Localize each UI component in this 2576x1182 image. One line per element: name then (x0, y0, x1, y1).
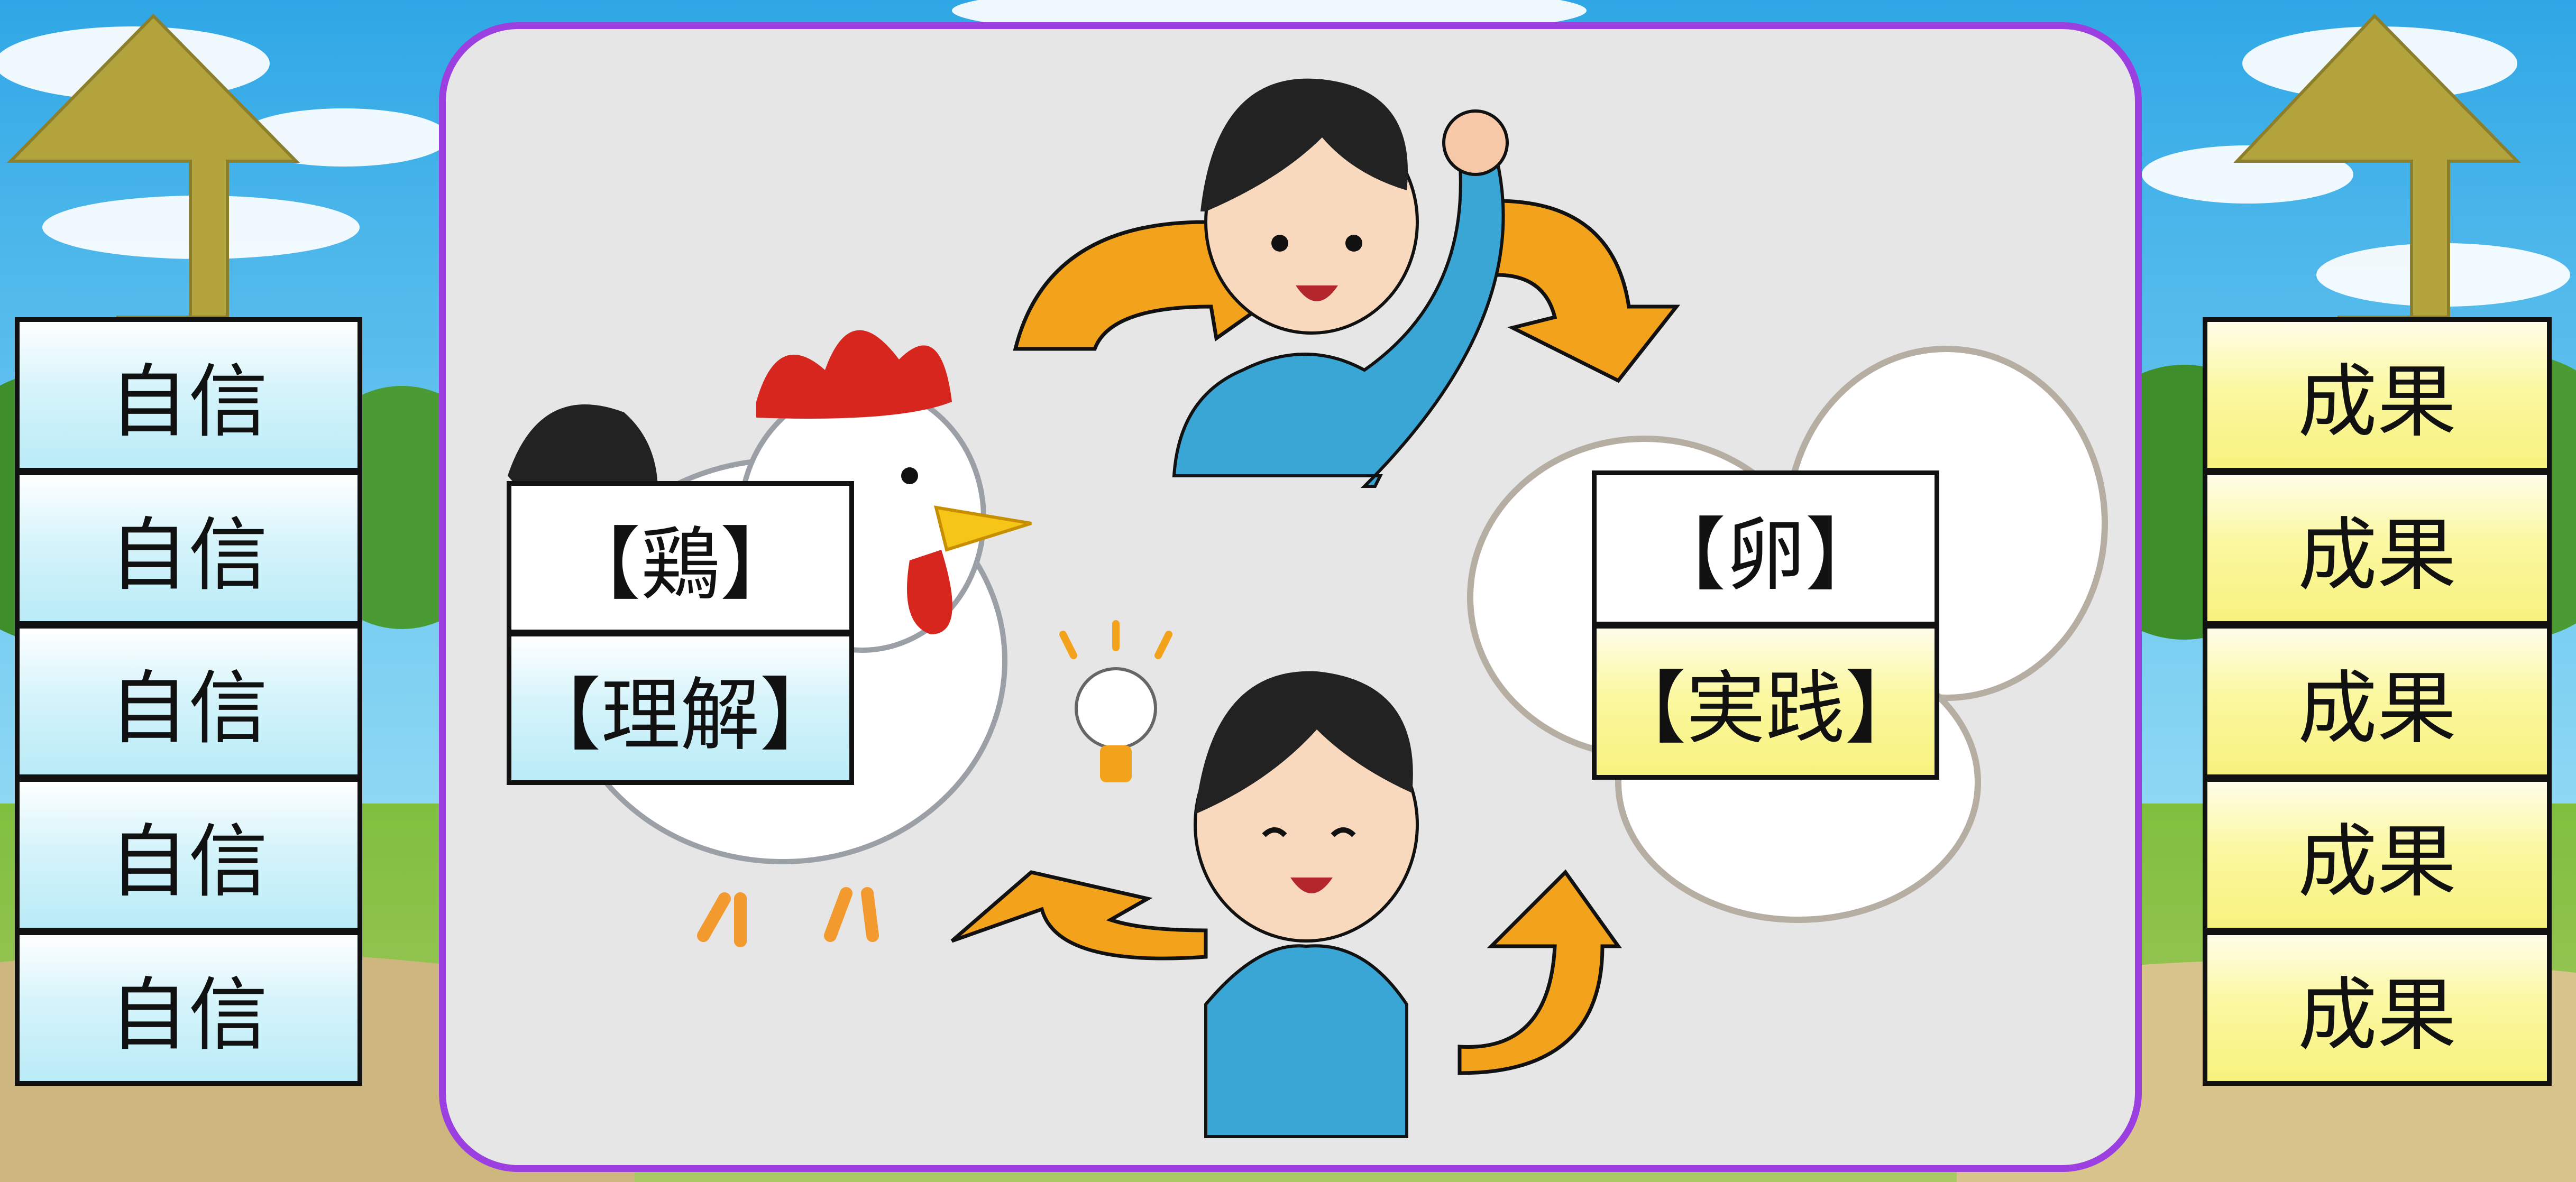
results-tile: 成果 (2203, 317, 2552, 473)
confidence-tile: 自信 (15, 930, 362, 1086)
cycle-arrow-icon (950, 870, 1208, 961)
idea-boy-illustration (1194, 671, 1419, 1138)
confidence-tile: 自信 (15, 470, 362, 626)
results-tile: 成果 (2203, 470, 2552, 626)
cheering-boy-illustration (1172, 78, 1509, 488)
chicken-label: 【鶏】 (507, 481, 854, 634)
confidence-tile: 自信 (15, 777, 362, 932)
confidence-tile: 自信 (15, 624, 362, 779)
up-arrow-icon (2233, 13, 2522, 319)
results-tile: 成果 (2203, 930, 2552, 1086)
cycle-arrow-icon (1457, 869, 1622, 1075)
egg-label: 【卵】 (1592, 470, 1939, 626)
understanding-label: 【理解】 (507, 632, 854, 785)
lightbulb-icon (1059, 620, 1172, 782)
confidence-tile: 自信 (15, 317, 362, 473)
results-tile: 成果 (2203, 777, 2552, 932)
cycle-arrow-icon (1495, 199, 1681, 383)
practice-label: 【実践】 (1592, 624, 1939, 780)
up-arrow-icon (6, 13, 300, 319)
results-tile: 成果 (2203, 624, 2552, 779)
